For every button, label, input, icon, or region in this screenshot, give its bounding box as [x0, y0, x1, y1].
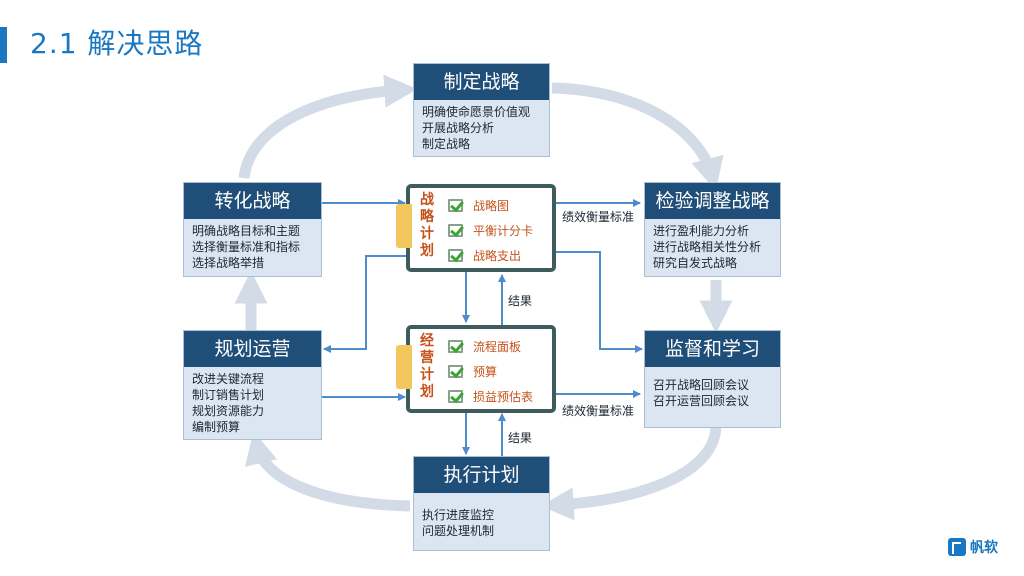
translate-line-2: 选择衡量标准和指标 — [192, 240, 301, 254]
monitor-line-2: 召开运营回顾会议 — [653, 394, 750, 408]
cycle-arrow-execute-to-planops — [244, 431, 411, 512]
cycle-arrow-monitor-to-execute — [540, 427, 722, 521]
translate-strategy-box: 转化战略 明确战略目标和主题 选择衡量标准和指标 选择战略举措 — [183, 182, 322, 277]
result-label-top: 结果 — [508, 294, 533, 308]
plan-operations-box: 规划运营 改进关键流程 制订销售计划 规划资源能力 编制预算 — [183, 330, 322, 440]
plan-operations-title: 规划运营 — [184, 331, 321, 367]
plan-ops-line-1: 改进关键流程 — [192, 372, 265, 386]
plan-ops-line-3: 规划资源能力 — [192, 404, 265, 418]
cycle-arrow-translate-to-formulate — [238, 74, 418, 179]
plan-ops-line-4: 编制预算 — [192, 420, 241, 434]
formulate-line-2: 开展战略分析 — [422, 121, 495, 135]
formulate-strategy-box: 制定战略 明确使命愿景价值观 开展战略分析 制定战略 — [413, 63, 550, 157]
plan-ops-line-2: 制订销售计划 — [192, 388, 265, 402]
strategy-plan-vertical-title: 战 略 计 划 — [420, 192, 434, 259]
test-line-2: 进行战略相关性分析 — [653, 240, 762, 254]
translate-line-1: 明确战略目标和主题 — [192, 224, 301, 238]
result-label-bottom: 结果 — [508, 431, 533, 445]
cycle-arrow-formulate-to-test — [551, 82, 724, 191]
brand-logo-icon — [948, 538, 966, 556]
clipboard-tab-icon — [396, 204, 412, 248]
strategy-plan-item: 平衡计分卡 — [448, 219, 533, 241]
clipboard-tab-icon — [396, 345, 412, 389]
flow-strategy-plan-to-monitor — [556, 251, 643, 353]
formulate-line-1: 明确使命愿景价值观 — [422, 105, 531, 119]
monitor-learn-box: 监督和学习 召开战略回顾会议 召开运营回顾会议 — [644, 330, 781, 428]
slide-title: 2.1 解决思路 — [30, 27, 204, 60]
formulate-line-3: 制定战略 — [422, 137, 471, 151]
checkbox-checked-icon — [448, 389, 463, 403]
operating-plan-item: 流程面板 — [448, 335, 521, 357]
formulate-strategy-title: 制定战略 — [414, 64, 549, 100]
strategy-plan-item: 战略图 — [448, 194, 509, 216]
operating-plan-item: 预算 — [448, 360, 497, 382]
execute-line-2: 问题处理机制 — [422, 524, 495, 538]
checkbox-checked-icon — [448, 248, 463, 262]
flow-strategy-plan-to-planops — [323, 255, 406, 353]
test-adapt-strategy-box: 检验调整战略 进行盈利能力分析 进行战略相关性分析 研究自发式战略 — [644, 182, 781, 277]
strategy-plan-card: 战 略 计 划 战略图 平衡计分卡 战略支出 — [396, 184, 556, 272]
monitor-learn-title: 监督和学习 — [645, 331, 780, 367]
operating-plan-item: 损益预估表 — [448, 385, 533, 407]
title-accent-bar — [0, 27, 7, 63]
brand-logo: 帆软 — [948, 537, 998, 557]
checkbox-checked-icon — [448, 198, 463, 212]
execute-plan-box: 执行计划 执行进度监控 问题处理机制 — [413, 456, 550, 551]
checkbox-checked-icon — [448, 339, 463, 353]
checkbox-checked-icon — [448, 364, 463, 378]
monitor-line-1: 召开战略回顾会议 — [653, 378, 750, 392]
perf-standard-label-bottom: 绩效衡量标准 — [562, 404, 635, 418]
perf-standard-label-top: 绩效衡量标准 — [562, 210, 635, 224]
translate-line-3: 选择战略举措 — [192, 256, 265, 270]
translate-strategy-title: 转化战略 — [184, 183, 321, 219]
operating-plan-card: 经 营 计 划 流程面板 预算 损益预估表 — [396, 325, 556, 413]
test-line-3: 研究自发式战略 — [653, 256, 738, 270]
brand-logo-text: 帆软 — [970, 540, 998, 556]
test-adapt-strategy-title: 检验调整战略 — [645, 183, 780, 219]
execute-line-1: 执行进度监控 — [422, 508, 495, 522]
strategy-plan-item: 战略支出 — [448, 244, 521, 266]
test-line-1: 进行盈利能力分析 — [653, 224, 750, 238]
operating-plan-vertical-title: 经 营 计 划 — [420, 333, 434, 400]
checkbox-checked-icon — [448, 223, 463, 237]
execute-plan-title: 执行计划 — [414, 457, 549, 493]
